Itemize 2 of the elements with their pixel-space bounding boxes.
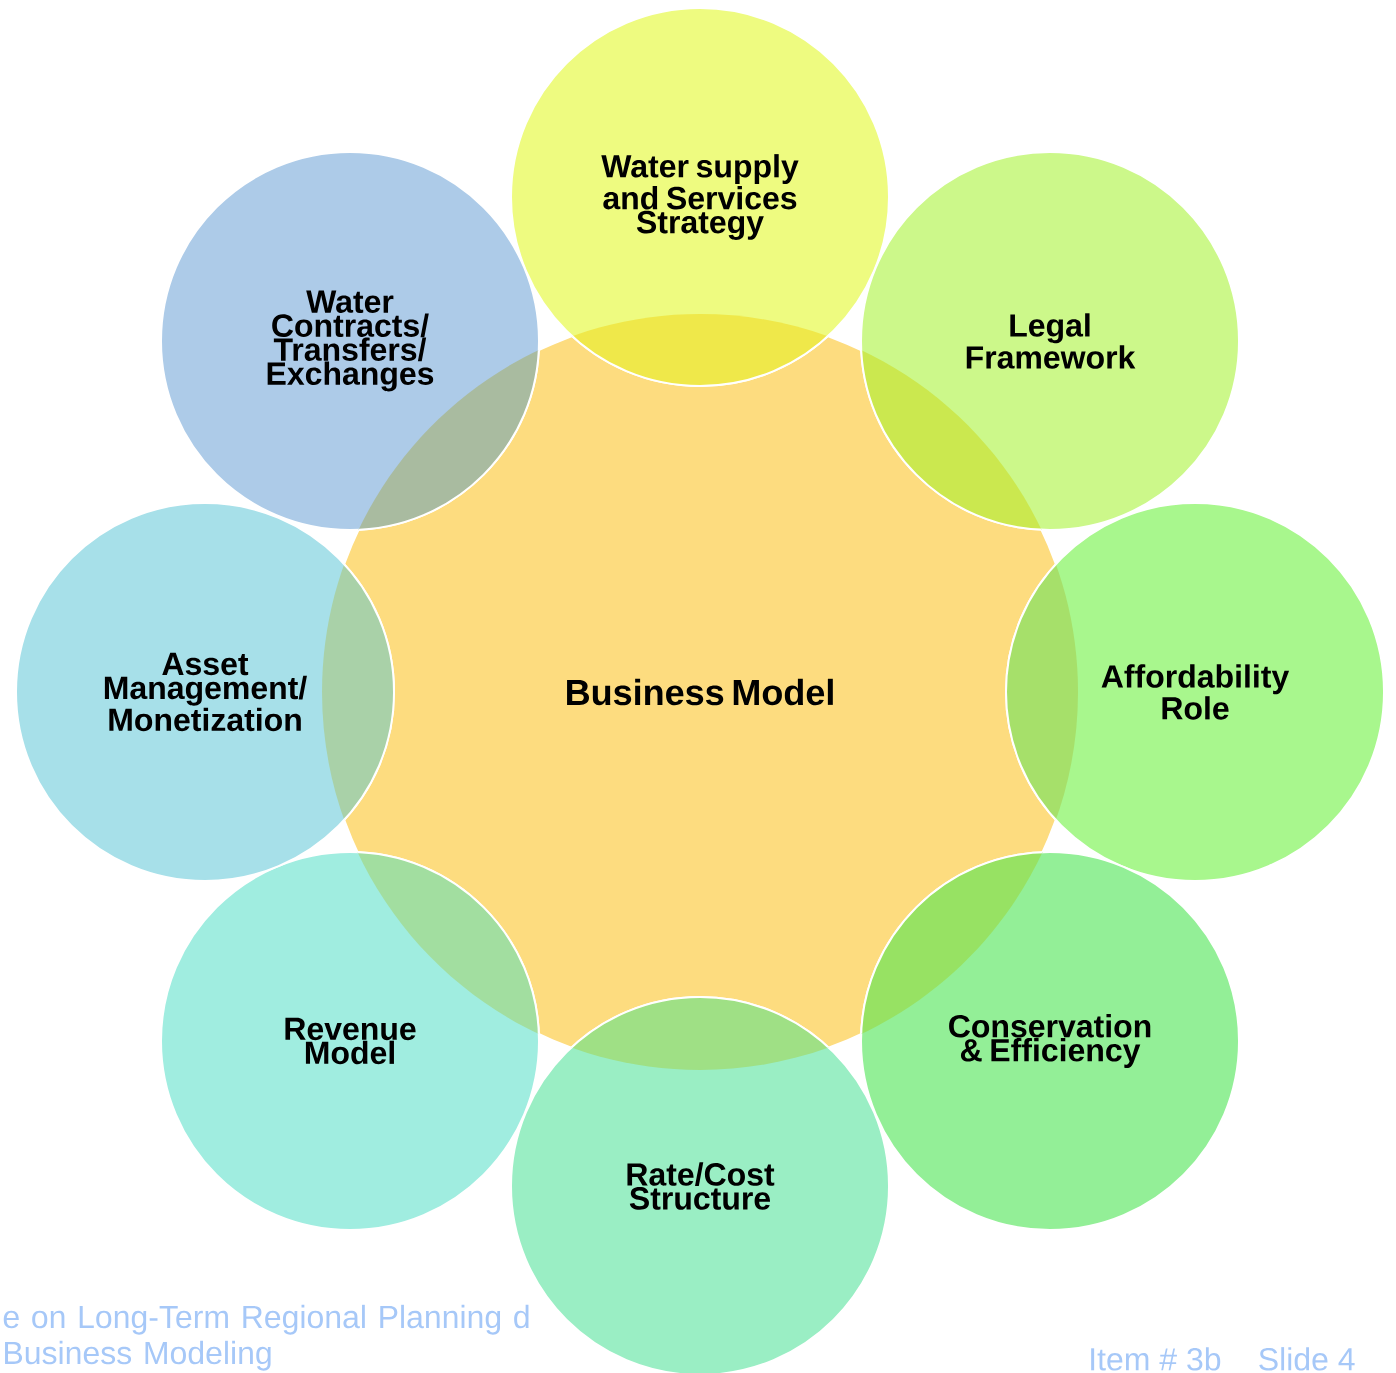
footer-text: Slide 4 [1259,1347,1355,1371]
footer-text: Item # 3b [1091,1347,1221,1371]
